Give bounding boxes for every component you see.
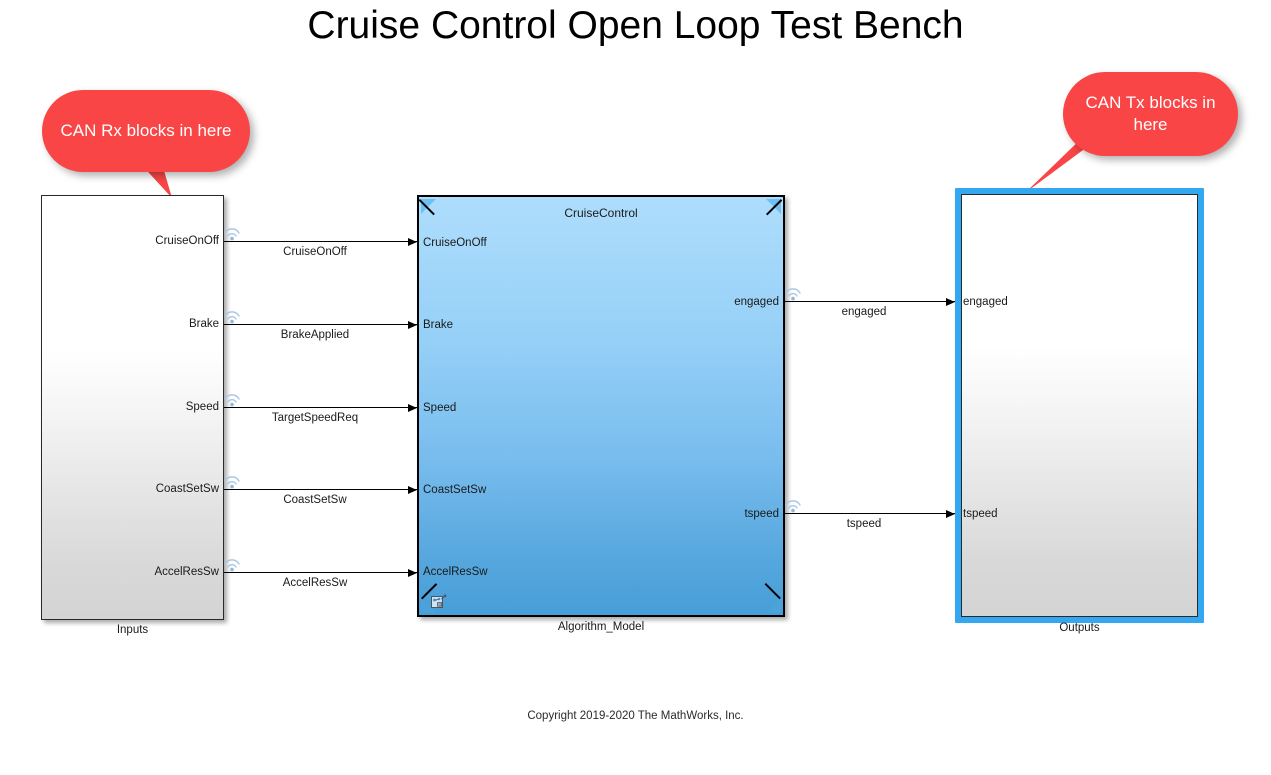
signal-arrow-tspeed — [946, 509, 955, 518]
outputs-block-body — [961, 194, 1198, 617]
signal-arrow-targetspeedreq — [408, 403, 417, 412]
signal-line-engaged[interactable] — [785, 301, 955, 302]
page-title: Cruise Control Open Loop Test Bench — [307, 4, 964, 47]
algorithm-model-block[interactable]: CruiseControl — [417, 195, 785, 617]
outputs-subsystem-block[interactable] — [955, 188, 1204, 623]
wireless-signal-icon — [785, 288, 801, 301]
signal-arrow-brakeapplied — [408, 320, 417, 329]
outputs-block-caption: Outputs — [1059, 622, 1100, 634]
corner-notch-top-right-icon — [766, 199, 781, 214]
inputs-port-label-accelressw: AccelResSw — [154, 566, 219, 578]
inputs-port-label-coastsetsw: CoastSetSw — [155, 483, 219, 495]
callout-can-rx-label: CAN Rx blocks in here — [60, 121, 232, 140]
signal-line-accelressw[interactable] — [224, 572, 417, 573]
callout-can-rx[interactable]: CAN Rx blocks in here — [42, 90, 250, 172]
inputs-subsystem-block[interactable] — [41, 195, 224, 620]
inputs-port-label-brake: Brake — [188, 318, 219, 330]
model-reference-title: CruiseControl — [564, 206, 638, 220]
signal-arrow-cruiseonoff — [408, 237, 417, 246]
wireless-signal-icon — [785, 500, 801, 513]
inputs-port-label-cruiseonoff: CruiseOnOff — [155, 235, 219, 247]
algorithm-block-caption: Algorithm_Model — [557, 621, 645, 633]
signal-line-cruiseonoff[interactable] — [224, 241, 417, 242]
wireless-signal-icon — [224, 559, 240, 572]
callout-can-tx-label: CAN Tx blocks in here — [1085, 93, 1216, 134]
signal-arrow-engaged — [946, 297, 955, 306]
model-reference-badge-icon[interactable] — [431, 594, 447, 609]
wireless-signal-icon — [224, 228, 240, 241]
algorithm-outport-label-engaged: engaged — [734, 296, 779, 308]
signal-label-tspeed: tspeed — [846, 518, 882, 530]
outputs-port-label-tspeed: tspeed — [963, 508, 998, 520]
inputs-block-caption: Inputs — [116, 624, 149, 636]
signal-line-brakeapplied[interactable] — [224, 324, 417, 325]
signal-label-accelressw: AccelResSw — [282, 577, 348, 589]
callout-can-tx[interactable]: CAN Tx blocks in here — [1063, 72, 1238, 156]
algorithm-inport-label-accelressw: AccelResSw — [423, 566, 488, 578]
signal-label-engaged: engaged — [841, 306, 887, 318]
corner-notch-top-left-icon — [421, 199, 436, 214]
signal-arrow-accelressw — [408, 568, 417, 577]
signal-label-targetspeedreq: TargetSpeedReq — [271, 412, 359, 424]
signal-line-tspeed[interactable] — [785, 513, 955, 514]
copyright-notice: Copyright 2019-2020 The MathWorks, Inc. — [527, 710, 744, 722]
corner-notch-bottom-right-icon — [766, 598, 781, 613]
signal-label-cruiseonoff: CruiseOnOff — [283, 246, 347, 258]
signal-line-coastsetsw[interactable] — [224, 489, 417, 490]
inputs-block-body — [41, 195, 224, 620]
algorithm-inport-label-speed: Speed — [423, 402, 457, 414]
wireless-signal-icon — [224, 311, 240, 324]
outputs-port-label-engaged: engaged — [963, 296, 1008, 308]
algorithm-inport-label-cruiseonoff: CruiseOnOff — [423, 237, 487, 249]
signal-arrow-coastsetsw — [408, 485, 417, 494]
wireless-signal-icon — [224, 476, 240, 489]
signal-label-coastsetsw: CoastSetSw — [283, 494, 347, 506]
inputs-port-label-speed: Speed — [185, 401, 219, 413]
algorithm-block-body: CruiseControl — [417, 195, 785, 617]
algorithm-inport-label-coastsetsw: CoastSetSw — [423, 484, 487, 496]
algorithm-inport-label-brake: Brake — [423, 319, 454, 331]
algorithm-outport-label-tspeed: tspeed — [744, 508, 779, 520]
signal-line-targetspeedreq[interactable] — [224, 407, 417, 408]
wireless-signal-icon — [224, 394, 240, 407]
signal-label-brakeapplied: BrakeApplied — [280, 329, 350, 341]
